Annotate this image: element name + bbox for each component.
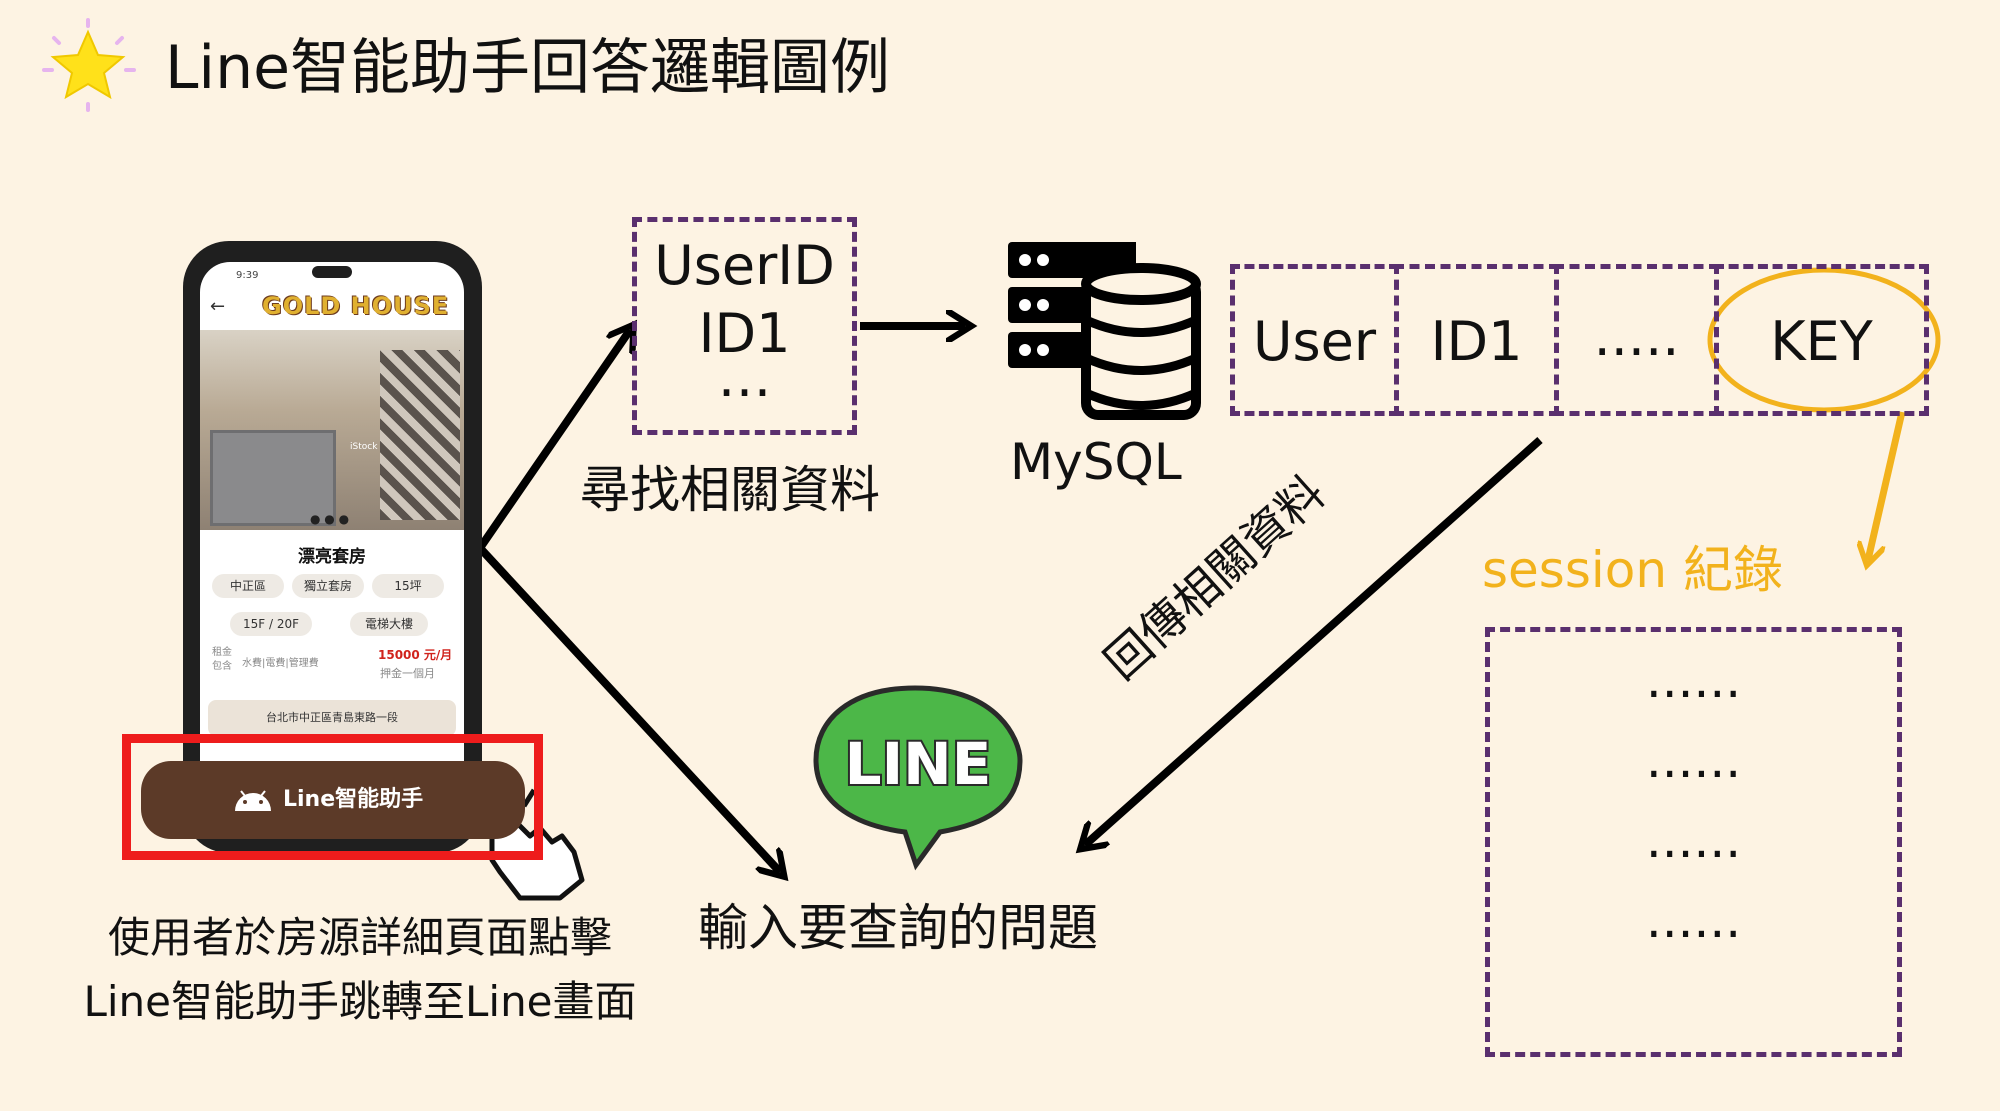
key-highlight-circle: [1707, 267, 1941, 413]
db-cell-id1: ID1: [1394, 264, 1559, 416]
line-assistant-button-label: Line智能助手: [283, 787, 424, 812]
phone-notch: [312, 266, 352, 278]
query-ellipsis: …: [717, 346, 772, 409]
page-title: Line智能助手回答邏輯圖例: [165, 33, 891, 103]
query-userid: UserID: [654, 234, 835, 297]
photo-cabinet: [210, 430, 336, 526]
arrow-to-input: [477, 545, 780, 872]
caption-line-1: 使用者於房源詳細頁面點擊: [107, 913, 612, 962]
caption-line-2: Line智能助手跳轉至Line畫面: [83, 977, 637, 1026]
db-cell-more: .....: [1554, 264, 1719, 416]
photo-tile-wall: [380, 350, 460, 520]
session-row-4: ......: [1645, 891, 1742, 949]
db-cell-id1-text: ID1: [1430, 310, 1523, 373]
chip-district: 中正區: [212, 574, 284, 598]
mysql-label: MySQL: [1010, 433, 1182, 491]
db-cell-key: KEY: [1714, 264, 1929, 416]
query-id1: ID1: [698, 302, 791, 365]
chip-floor: 15F / 20F: [230, 612, 312, 636]
android-icon: [235, 790, 271, 811]
chip-room-type: 獨立套房: [292, 574, 364, 598]
query-box: UserID ID1 …: [632, 217, 857, 435]
highlight-frame: [122, 734, 543, 860]
session-label: session 紀錄: [1482, 541, 1783, 599]
star-icon: [42, 18, 136, 112]
deposit: 押金一個月: [380, 667, 435, 680]
find-label: 尋找相關資料: [580, 461, 880, 519]
photo-watermark: iStock: [350, 442, 378, 452]
input-label: 輸入要查詢的問題: [698, 899, 1098, 957]
chip-size: 15坪: [372, 574, 444, 598]
listing-title: 漂亮套房: [298, 547, 366, 567]
session-row-2: ......: [1645, 731, 1742, 789]
listing-address: 台北市中正區青島東路一段: [208, 700, 456, 736]
line-assistant-button[interactable]: Line智能助手: [141, 761, 525, 839]
arrow-return: [1085, 437, 1543, 845]
arrow-to-query: [476, 330, 630, 551]
db-cell-user-text: User: [1252, 310, 1377, 373]
back-arrow-icon[interactable]: ←: [210, 296, 226, 317]
phone-time: 9:39: [236, 270, 259, 281]
session-box: ...... ...... ...... ......: [1485, 627, 1902, 1057]
phone-status-bar: 9:39: [200, 264, 464, 290]
db-cell-key-text: KEY: [1770, 310, 1873, 373]
database-server-icon: [1008, 242, 1201, 420]
db-cell-user: User: [1230, 264, 1399, 416]
rent-label: 租金 包含: [212, 647, 232, 672]
photo-carousel-dots[interactable]: ● ● ●: [310, 512, 350, 526]
line-logo-text: LINE: [845, 730, 992, 798]
arrow-to-session: [1868, 411, 1906, 560]
session-row-1: ......: [1645, 651, 1742, 709]
app-logo: GOLD HOUSE: [262, 292, 450, 320]
chip-building: 電梯大樓: [350, 612, 428, 636]
rent-includes: 水費|電費|管理費: [242, 658, 319, 669]
db-cell-more-text: .....: [1593, 305, 1680, 368]
session-row-3: ......: [1645, 811, 1742, 869]
line-logo-icon: LINE: [813, 685, 1023, 871]
listing-photo[interactable]: iStock ● ● ●: [200, 330, 464, 530]
listing-price: 15000 元/月: [378, 648, 453, 662]
